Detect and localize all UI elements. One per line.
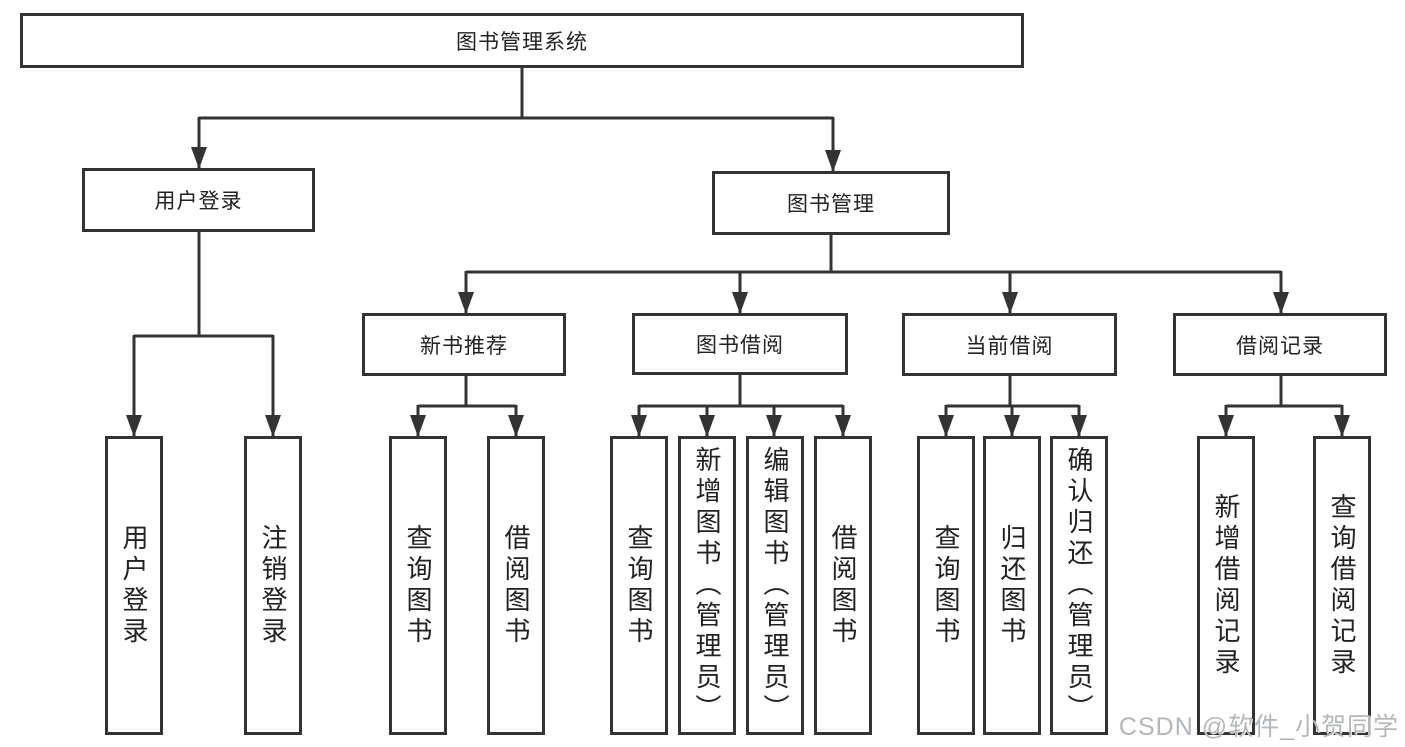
node-current-borrowing: 当前借阅 — [902, 313, 1117, 376]
node-nb-borrow-books: 借阅图书 — [487, 436, 545, 735]
node-login: 用户登录 — [105, 436, 163, 735]
node-cb-return-books-label: 归还图书 — [997, 523, 1027, 648]
node-bb-borrow-books-label: 借阅图书 — [828, 523, 858, 648]
node-current-borrowing-label: 当前借阅 — [965, 334, 1054, 358]
node-root-label: 图书管理系统 — [456, 30, 588, 54]
node-borrowing-records: 借阅记录 — [1173, 313, 1387, 376]
node-br-query-record: 查询借阅记录 — [1313, 436, 1371, 735]
node-borrowing-records-label: 借阅记录 — [1236, 334, 1324, 358]
node-bb-query-books-label: 查询图书 — [624, 523, 654, 648]
node-cb-return-books: 归还图书 — [983, 436, 1041, 735]
watermark: CSDN @软件_小贺同学 — [1118, 713, 1399, 741]
node-login-label: 用户登录 — [119, 523, 149, 648]
node-book-management: 图书管理 — [712, 171, 950, 235]
node-book-borrowing: 图书借阅 — [632, 313, 848, 375]
node-bb-add-books-label: 新增图书（管理员） — [692, 446, 722, 725]
node-bb-add-books: 新增图书（管理员） — [678, 436, 736, 735]
node-new-book-recommend-label: 新书推荐 — [420, 334, 508, 358]
node-root: 图书管理系统 — [20, 13, 1024, 68]
node-cb-confirm-return: 确认归还（管理员） — [1050, 436, 1108, 735]
node-bb-query-books: 查询图书 — [610, 436, 668, 735]
node-br-add-record-label: 新增借阅记录 — [1211, 492, 1241, 679]
node-nb-query-books: 查询图书 — [389, 436, 447, 735]
node-book-borrowing-label: 图书借阅 — [696, 334, 784, 357]
node-user-login-label: 用户登录 — [154, 190, 243, 213]
node-cb-confirm-return-label: 确认归还（管理员） — [1064, 446, 1094, 725]
node-nb-borrow-books-label: 借阅图书 — [501, 523, 531, 648]
node-book-management-label: 图书管理 — [787, 193, 875, 216]
node-user-login: 用户登录 — [82, 168, 315, 232]
node-bb-edit-books-label: 编辑图书（管理员） — [760, 446, 790, 725]
node-nb-query-books-label: 查询图书 — [403, 523, 433, 648]
node-br-add-record: 新增借阅记录 — [1197, 436, 1255, 735]
node-br-query-record-label: 查询借阅记录 — [1327, 492, 1357, 679]
node-cb-query-books: 查询图书 — [917, 436, 975, 735]
node-bb-edit-books: 编辑图书（管理员） — [746, 436, 804, 735]
node-cb-query-books-label: 查询图书 — [931, 523, 961, 648]
node-logout-label: 注销登录 — [258, 523, 288, 648]
node-new-book-recommend: 新书推荐 — [362, 313, 566, 376]
node-logout: 注销登录 — [244, 436, 302, 735]
node-bb-borrow-books: 借阅图书 — [814, 436, 872, 735]
